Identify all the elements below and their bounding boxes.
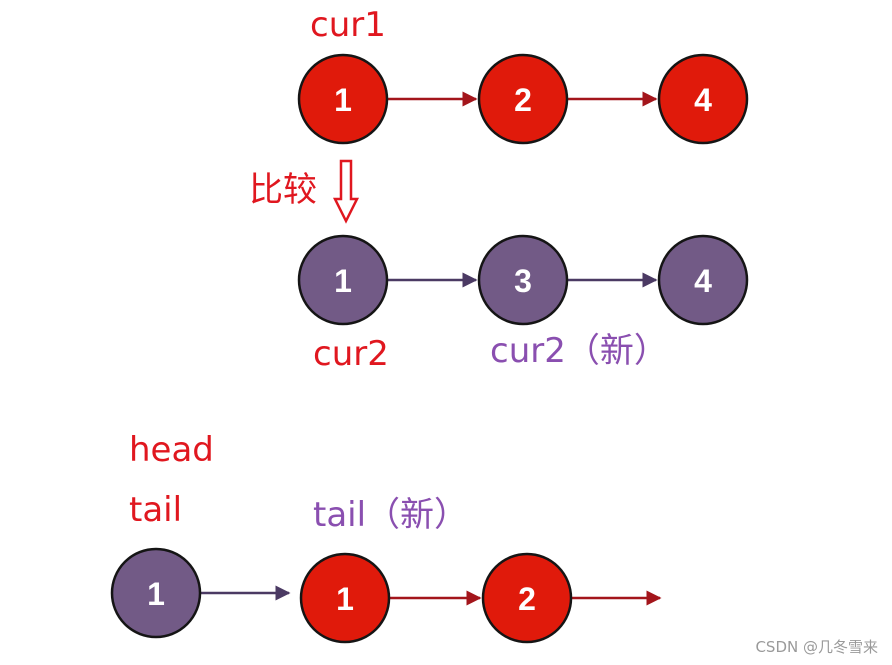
list2-node-2-value: 3	[514, 263, 532, 299]
result-node-3-value: 2	[518, 581, 536, 617]
compare-arrow-icon	[332, 159, 360, 224]
tail-label: tail	[129, 490, 183, 530]
watermark: CSDN @几冬雪来	[755, 638, 878, 656]
result-node-3: 2	[481, 552, 573, 644]
result-node-1-value: 1	[147, 576, 165, 612]
result-list: 1 1 2	[110, 547, 662, 644]
result-node-1: 1	[110, 547, 202, 639]
cur2-new-label: cur2（新）	[490, 331, 668, 371]
list2: 1 3 4	[297, 234, 749, 326]
list2-node-3: 4	[657, 234, 749, 326]
cur2-label: cur2	[313, 334, 389, 374]
list2-node-1-value: 1	[334, 263, 352, 299]
list1-node-1: 1	[297, 53, 389, 145]
result-node-2: 1	[299, 552, 391, 644]
list2-node-1: 1	[297, 234, 389, 326]
head-label: head	[129, 430, 214, 470]
list1-node-2: 2	[477, 53, 569, 145]
cur1-label: cur1	[310, 5, 386, 45]
list1-node-1-value: 1	[334, 82, 352, 118]
result-node-2-value: 1	[336, 581, 354, 617]
compare-label: 比较	[249, 170, 317, 210]
list1: 1 2 4	[297, 53, 749, 145]
list1-node-3-value: 4	[694, 82, 712, 118]
tail-new-label: tail（新）	[313, 495, 469, 535]
list1-node-2-value: 2	[514, 82, 532, 118]
list2-node-2: 3	[477, 234, 569, 326]
list1-node-3: 4	[657, 53, 749, 145]
list2-node-3-value: 4	[694, 263, 712, 299]
